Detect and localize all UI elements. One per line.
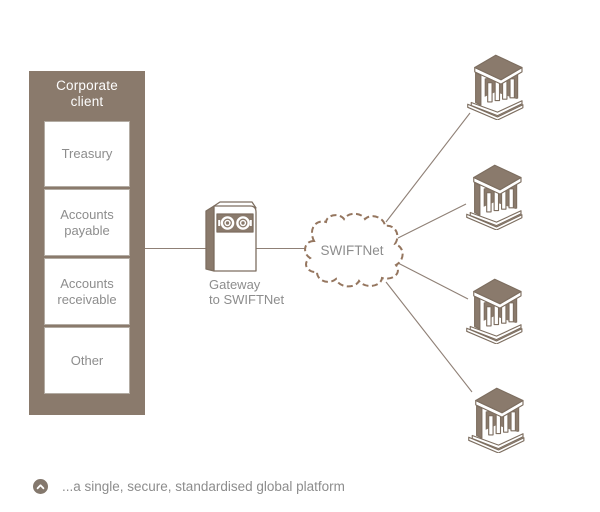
- gateway-label-line2: to SWIFTNet: [209, 292, 285, 307]
- bank-icon: [465, 383, 525, 453]
- line-cloud-to-bank-3: [397, 262, 469, 300]
- bank-icon: [464, 50, 524, 120]
- department-treasury: Treasury: [44, 121, 130, 187]
- corporate-client-title: Corporate client: [56, 78, 118, 109]
- swiftnet-label: SWIFTNet: [320, 243, 384, 258]
- department-accounts-receivable: Accounts receivable: [44, 258, 130, 325]
- swiftnet-cloud-icon: [304, 212, 404, 288]
- gateway-label: Gateway to SWIFTNet: [209, 277, 319, 307]
- caption-text: ...a single, secure, standardised global…: [62, 479, 345, 494]
- gateway-icon: [204, 201, 260, 273]
- caption-row: ...a single, secure, standardised global…: [33, 479, 345, 494]
- bank-icon: [463, 160, 523, 230]
- line-cloud-to-bank-1: [385, 112, 471, 223]
- line-cloud-to-bank-4: [385, 281, 473, 393]
- department-other: Other: [44, 327, 130, 394]
- chevron-up-circle-icon: [33, 479, 48, 494]
- bank-icon: [463, 274, 523, 344]
- department-list: Treasury Accounts payable Accounts recei…: [44, 121, 130, 394]
- line-cloud-to-bank-2: [397, 203, 467, 239]
- department-accounts-payable: Accounts payable: [44, 189, 130, 256]
- corporate-client-box: Corporate client Treasury Accounts payab…: [29, 71, 145, 415]
- gateway-label-line1: Gateway: [209, 277, 261, 292]
